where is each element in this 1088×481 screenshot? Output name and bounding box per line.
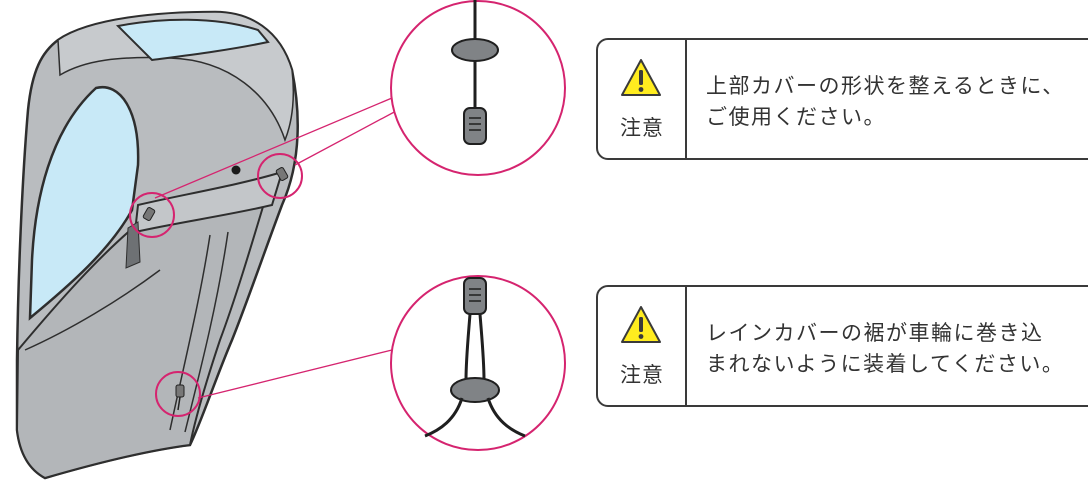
callout-lines: [154, 97, 399, 399]
cord: [177, 396, 181, 411]
snap-button: [231, 165, 241, 175]
side-pocket: [125, 221, 141, 269]
cord-lock-icon: [463, 107, 487, 145]
caution-notice-top: 注意 上部カバーの形状を整えるときに、 ご使用ください。: [596, 38, 1088, 160]
warning-triangle-icon: [621, 306, 661, 343]
caution-notice-bottom: 注意 レインカバーの裾が車輪に巻き込 まれないように装着してください。: [596, 285, 1088, 407]
caution-divider: [685, 285, 687, 407]
caution-label: 注意: [620, 116, 664, 140]
lower-detail-magnifier: [390, 275, 566, 451]
cord-lock-icon: [463, 277, 487, 315]
magnifier-circle: [390, 275, 566, 451]
cord: [486, 397, 526, 438]
seam-line: [24, 269, 161, 351]
upper-detail-magnifier: [390, 0, 566, 176]
side-window: [28, 85, 140, 321]
cord: [478, 313, 486, 381]
magnifier-circle: [390, 0, 566, 176]
caution-divider: [685, 38, 687, 160]
cord-end-cap: [451, 38, 499, 62]
top-window: [115, 18, 270, 62]
cord-stopper: [275, 167, 289, 181]
warning-triangle-icon: [621, 59, 661, 96]
highlight-circle: [257, 153, 303, 199]
highlight-circle: [129, 192, 175, 238]
cord-stopper: [175, 384, 185, 398]
seam-line: [169, 234, 211, 431]
rain-cover-illustration: [15, 10, 299, 480]
cord-stopper: [142, 207, 156, 221]
caution-text: レインカバーの裾が車輪に巻き込 まれないように装着してください。: [706, 321, 1065, 376]
callout-line: [197, 349, 393, 399]
caution-text: 上部カバーの形状を整えるときに、 ご使用ください。: [706, 74, 1065, 129]
cord: [424, 397, 464, 438]
caution-label: 注意: [620, 363, 664, 387]
seam-line: [184, 231, 229, 433]
cord-end-cap: [450, 377, 500, 403]
callout-line: [154, 97, 393, 199]
callout-line: [294, 109, 399, 166]
cord: [464, 313, 472, 381]
highlight-circle: [155, 371, 201, 417]
